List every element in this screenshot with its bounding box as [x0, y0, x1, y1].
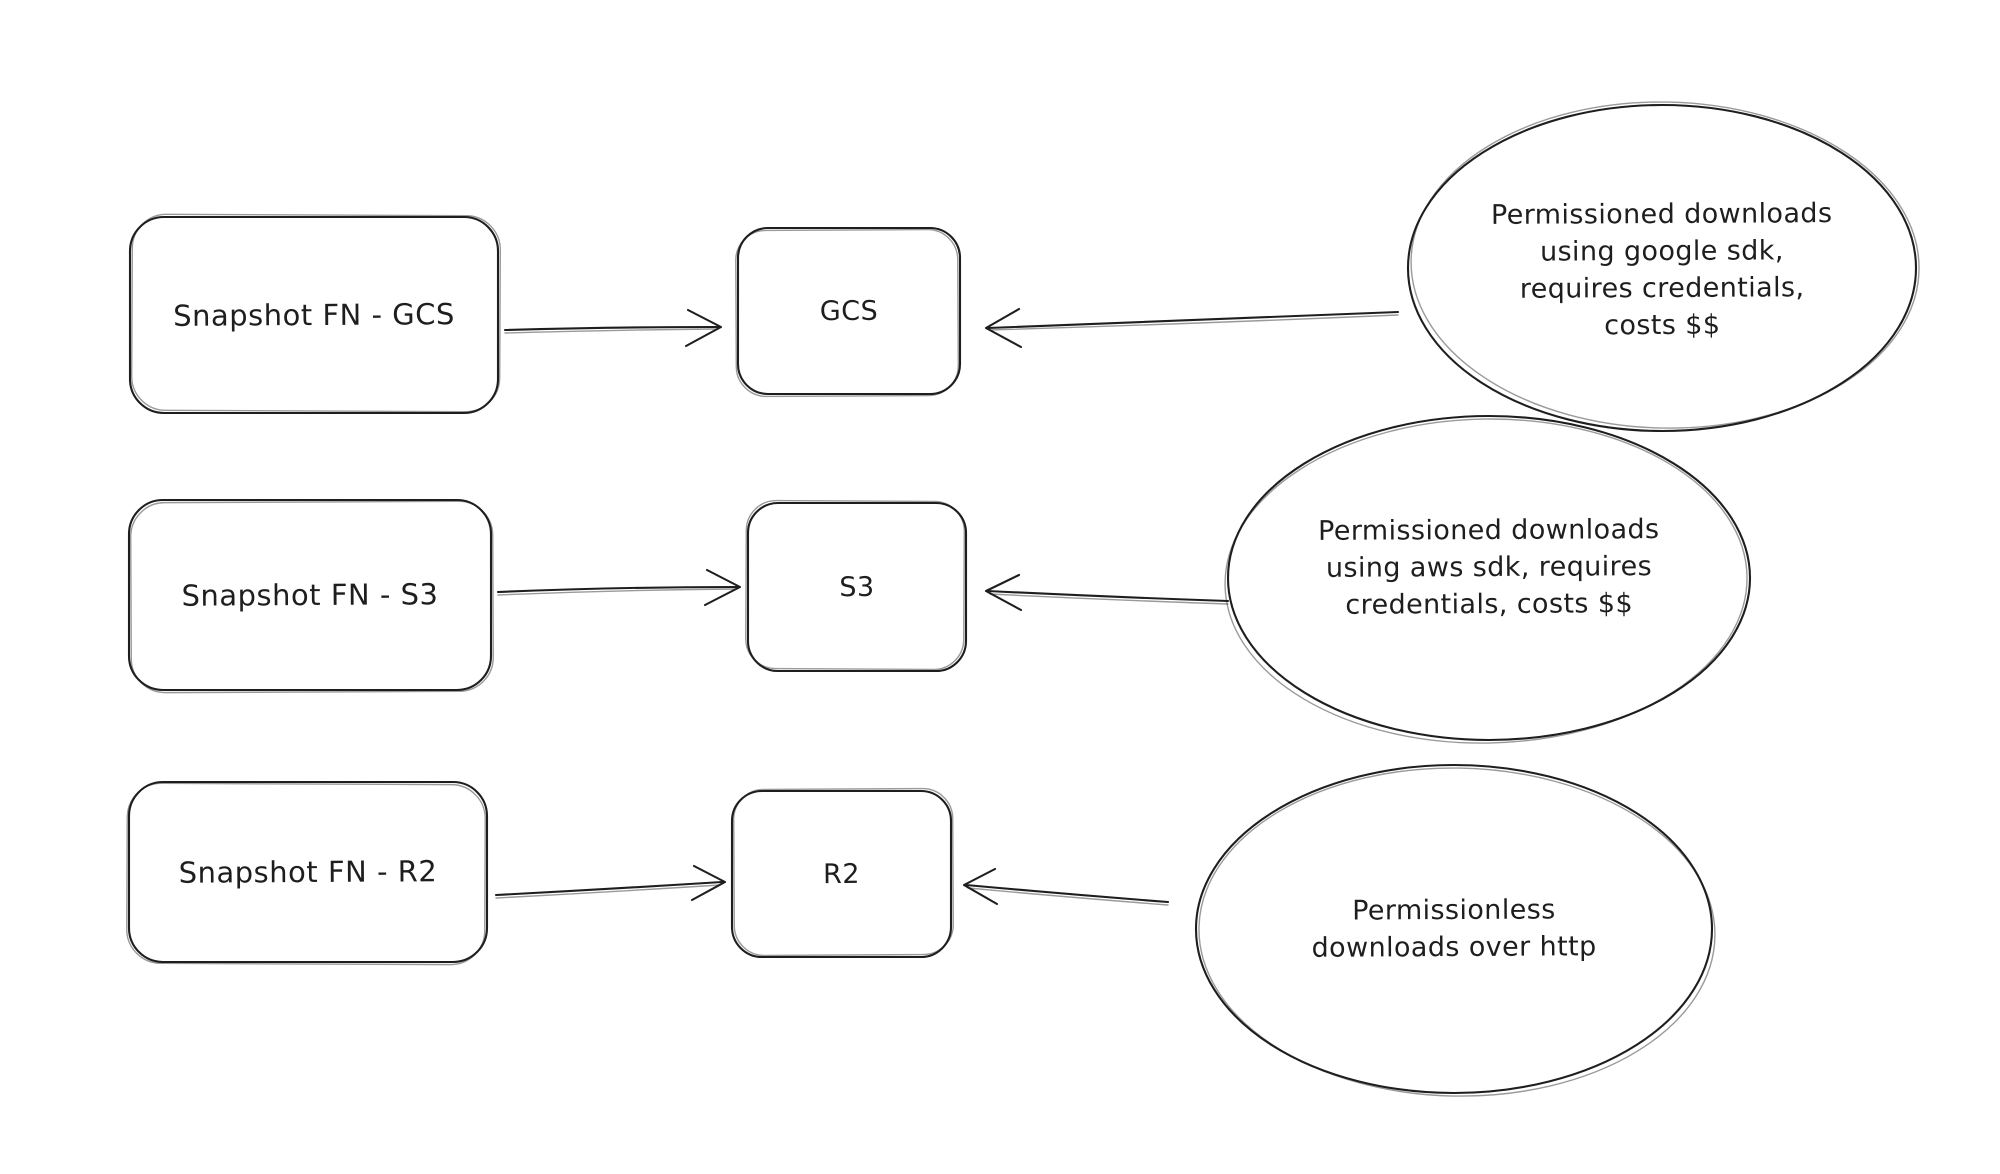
- arrow-s3-note-to-s3: [984, 573, 1230, 612]
- s3-note-line-2: using aws sdk, requires: [1325, 551, 1653, 584]
- s3-note-text: Permissioned downloads using aws sdk, re…: [1239, 511, 1740, 625]
- arrow-fn-to-s3: [496, 568, 742, 607]
- gcs-note-line-4: costs $$: [1604, 309, 1721, 342]
- snapshot-fn-s3-label: Snapshot FN - S3: [181, 577, 439, 613]
- gcs-note-text: Permissioned downloads using google sdk,…: [1412, 195, 1913, 346]
- arrow-fn-to-r2: [494, 864, 727, 902]
- arrow-gcs-note-to-gcs: [984, 307, 1400, 349]
- snapshot-fn-s3-box-shape: [127, 498, 494, 694]
- snapshot-fn-r2-label: Snapshot FN - R2: [178, 854, 438, 890]
- gcs-box-shape: [735, 226, 962, 398]
- r2-box-shape: [730, 787, 954, 959]
- s3-note-ellipse-shape: [1224, 414, 1752, 744]
- s3-box-shape: [745, 499, 968, 673]
- r2-note-text: Permissionless downloads over http: [1204, 891, 1704, 968]
- r2-note-ellipse-shape: [1194, 763, 1716, 1097]
- snapshot-fn-gcs-box-shape: [128, 213, 502, 415]
- gcs-note-ellipse-shape: [1406, 101, 1920, 433]
- snapshot-fn-r2-box-shape: [126, 780, 489, 966]
- s3-label: S3: [839, 571, 875, 603]
- r2-note-line-2: downloads over http: [1311, 931, 1597, 964]
- s3-note-line-3: credentials, costs $$: [1345, 588, 1634, 621]
- r2-note-line-1: Permissionless: [1352, 894, 1556, 927]
- r2-label: R2: [822, 858, 861, 890]
- s3-note-line-1: Permissioned downloads: [1318, 514, 1660, 547]
- gcs-note-line-3: requires credentials,: [1519, 272, 1805, 305]
- arrow-r2-note-to-r2: [962, 867, 1170, 906]
- gcs-note-line-2: using google sdk,: [1539, 235, 1784, 268]
- snapshot-fn-gcs-label: Snapshot FN - GCS: [173, 297, 455, 333]
- gcs-note-line-1: Permissioned downloads: [1490, 198, 1833, 231]
- gcs-label: GCS: [819, 295, 879, 327]
- arrow-fn-to-gcs: [503, 308, 723, 348]
